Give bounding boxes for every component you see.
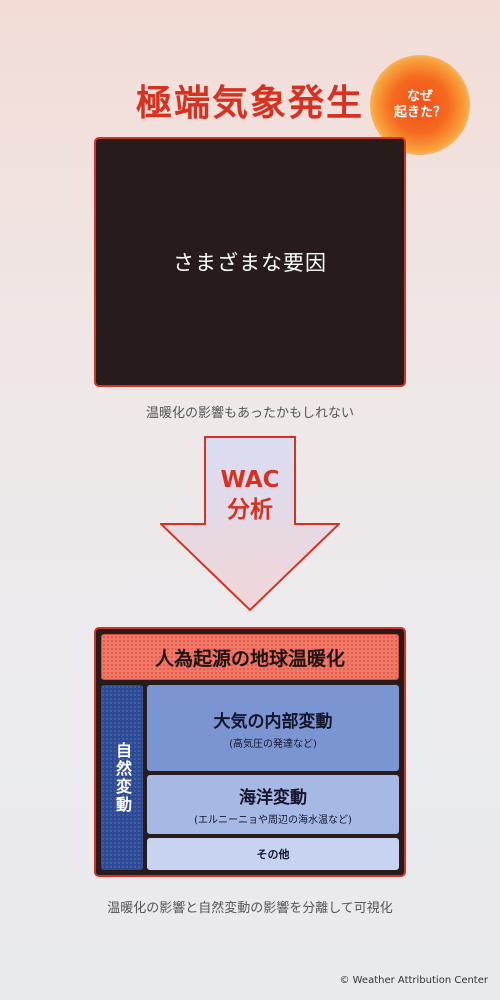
- causes-label: さまざまな要因: [173, 251, 327, 275]
- why-badge-line1: なぜ: [406, 88, 433, 104]
- other-factors-block: その他: [147, 838, 399, 870]
- atmospheric-variability-block: 大気の内部変動 (高気圧の発達など): [147, 685, 399, 771]
- other-factors-title: その他: [256, 848, 290, 861]
- caption-top: 温暖化の影響もあったかもしれない: [145, 406, 354, 421]
- page-title: 極端気象発生: [135, 83, 364, 124]
- atmospheric-variability-title: 大気の内部変動: [213, 711, 333, 732]
- ocean-variability-title: 海洋変動: [239, 788, 307, 808]
- causes-box: さまざまな要因: [94, 137, 406, 387]
- natural-variability-label: 自然変動: [113, 741, 132, 814]
- anthropogenic-warming-label: 人為起源の地球温暖化: [154, 647, 345, 670]
- analysis-label: WAC 分析: [160, 466, 340, 526]
- analysis-label-line2: 分析: [227, 496, 273, 523]
- why-badge-line2: 起きた？: [393, 105, 446, 120]
- natural-variability-block: 自然変動: [101, 685, 143, 870]
- ocean-variability-note: (エルニーニョや周辺の海水温など): [194, 815, 352, 826]
- copyright-notice: © Weather Attribution Center: [339, 975, 488, 986]
- anthropogenic-warming-block: 人為起源の地球温暖化: [101, 634, 399, 680]
- atmospheric-variability-note: (高気圧の発達など): [229, 738, 317, 750]
- ocean-variability-block: 海洋変動 (エルニーニョや周辺の海水温など): [147, 775, 399, 834]
- down-arrow-icon: [160, 436, 340, 612]
- caption-bottom: 温暖化の影響と自然変動の影響を分離して可視化: [107, 901, 393, 916]
- analysis-label-line1: WAC: [220, 467, 280, 493]
